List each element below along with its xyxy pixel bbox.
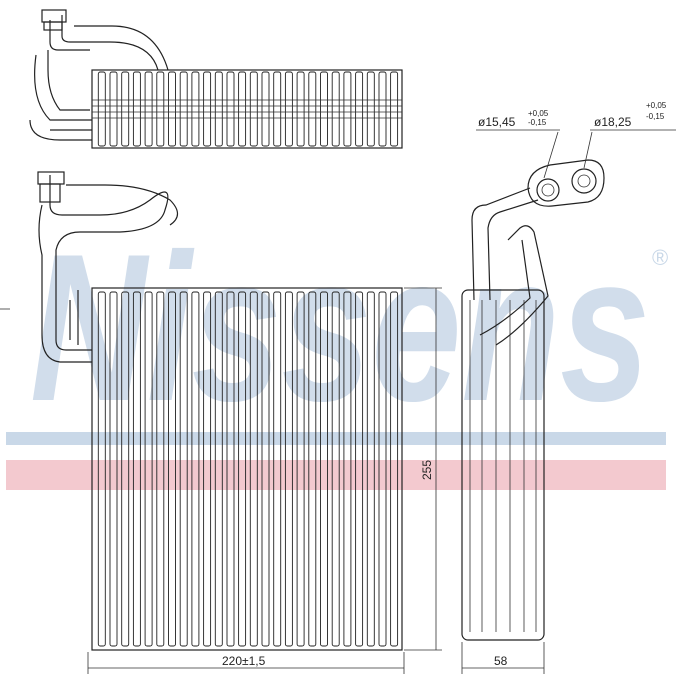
top-view-fin <box>203 71 212 147</box>
front-view-fins <box>97 291 399 647</box>
front-view-fin <box>249 291 258 647</box>
connector-left-port <box>536 178 560 202</box>
connector-right-port <box>571 168 597 194</box>
top-view-fin <box>390 71 399 147</box>
front-view-fin <box>214 291 223 647</box>
top-view-fin <box>179 71 188 147</box>
connector-block <box>527 159 605 207</box>
front-view-fin <box>109 291 118 647</box>
top-view-fin <box>261 71 270 147</box>
side-view <box>461 131 605 641</box>
top-view-fin <box>109 71 118 147</box>
front-view-fin <box>191 291 200 647</box>
front-view-fin <box>343 291 352 647</box>
watermark-band-red <box>6 460 666 490</box>
front-view-fin <box>390 291 399 647</box>
connector-right-tol-lower: -0,15 <box>646 112 665 121</box>
front-view-fin <box>97 291 106 647</box>
top-view-pipe <box>49 15 169 71</box>
top-view-fin <box>366 71 375 147</box>
front-view-pipe <box>38 175 179 363</box>
front-view-fin <box>296 291 305 647</box>
front-view-fin <box>355 291 364 647</box>
connector-left-tol-upper: +0,05 <box>528 109 549 118</box>
connector-left-tol-lower: -0,15 <box>528 118 547 127</box>
top-view-fin <box>355 71 364 147</box>
top-view-fin <box>249 71 258 147</box>
top-view-fin <box>284 71 293 147</box>
top-view-fin <box>331 71 340 147</box>
watermark-band-blue <box>6 432 666 445</box>
top-view-fin <box>226 71 235 147</box>
top-view-fin <box>308 71 317 147</box>
height-dimension: 255 <box>420 460 434 480</box>
connector-left-label: ø15,45 <box>478 115 516 129</box>
front-view-fin <box>238 291 247 647</box>
top-view-fin <box>97 71 106 147</box>
front-view-fin <box>226 291 235 647</box>
top-view-fin <box>144 71 153 147</box>
front-view-fin <box>308 291 317 647</box>
front-view-fin <box>156 291 165 647</box>
width-dimension: 220±1,5 <box>222 654 266 668</box>
top-view-fin <box>378 71 387 147</box>
top-view-fins <box>97 71 399 147</box>
front-view-fin <box>168 291 176 647</box>
top-view-fin <box>238 71 247 147</box>
top-view-fin <box>273 71 282 147</box>
watermark-registered-mark: ® <box>652 245 668 270</box>
front-view-fin <box>366 291 375 647</box>
connector-right-label: ø18,25 <box>594 115 632 129</box>
connector-right-tol-upper: +0,05 <box>646 101 667 110</box>
dimension-lines: 220±1,5 255 58 <box>87 287 545 674</box>
top-view-fin <box>191 71 200 147</box>
front-view-fin <box>144 291 153 647</box>
top-view-fin <box>132 71 141 147</box>
top-view-fin <box>214 71 223 147</box>
watermark-brand: Nissens <box>30 210 650 445</box>
front-view-fin <box>179 291 188 647</box>
top-view-fin <box>156 71 165 147</box>
front-view-fin <box>261 291 270 647</box>
top-view-fin <box>296 71 305 147</box>
front-view-fin <box>273 291 282 647</box>
depth-dimension: 58 <box>494 654 508 668</box>
top-view-fin <box>121 71 130 147</box>
front-view-fin <box>378 291 387 647</box>
side-view-pipe <box>471 187 549 346</box>
front-view-fin <box>331 291 340 647</box>
front-view <box>0 171 403 651</box>
front-view-fin <box>203 291 212 647</box>
top-view-fin <box>320 71 328 147</box>
front-view-fin <box>284 291 293 647</box>
top-view-fin <box>168 71 176 147</box>
connector-callouts: ø15,45 +0,05 -0,15 ø18,25 +0,05 -0,15 <box>476 101 676 131</box>
front-view-fin <box>121 291 130 647</box>
front-view-fin <box>132 291 141 647</box>
top-view-fin <box>343 71 352 147</box>
front-view-fin <box>320 291 328 647</box>
top-view <box>29 9 403 149</box>
